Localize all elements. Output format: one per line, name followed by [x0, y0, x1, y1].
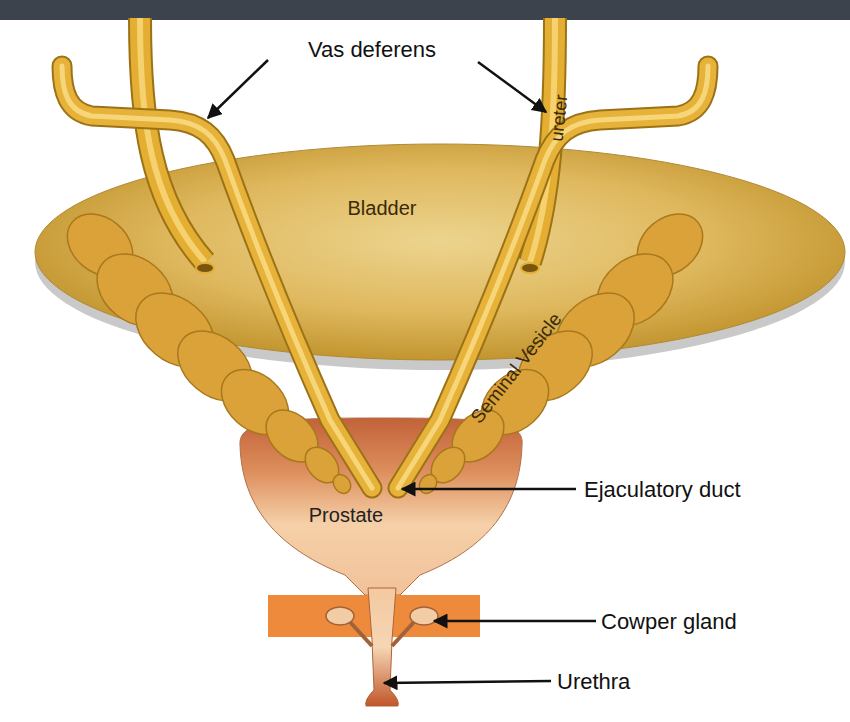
leader-arrow	[478, 62, 546, 112]
ureter-tube	[140, 18, 205, 262]
part-label: Cowper gland	[601, 611, 737, 633]
part-label: Bladder	[348, 198, 417, 218]
part-label: Ejaculatory duct	[584, 479, 741, 501]
leader-arrow	[384, 681, 551, 683]
header-bar	[0, 0, 850, 20]
part-label: Vas deferens	[308, 39, 436, 61]
ureter-opening	[196, 263, 214, 273]
gland-body	[326, 607, 354, 625]
left-genital-ducts	[55, 66, 372, 497]
vas-deferens-highlight	[62, 66, 372, 488]
vesicle-lobe	[330, 471, 355, 497]
right-genital-ducts	[398, 66, 715, 497]
gland-body	[410, 607, 438, 625]
part-label: ureter	[548, 94, 571, 143]
mirrored-ducts	[398, 66, 715, 497]
vas-deferens-outline	[62, 66, 372, 488]
part-label: Seminal Vesicle	[467, 309, 565, 426]
ureter-tubes	[140, 18, 555, 273]
gland-duct	[392, 622, 414, 646]
ureter-highlight	[140, 18, 205, 262]
ureter-opening	[521, 263, 539, 273]
gland-duct	[350, 622, 372, 646]
leader-arrow	[434, 620, 596, 623]
leader-arrow	[402, 488, 576, 491]
part-label: Prostate	[309, 505, 383, 525]
vas-deferens-tube	[62, 66, 372, 488]
leader-arrow	[208, 60, 268, 118]
part-label: Urethra	[557, 671, 630, 693]
ureter-outline	[140, 18, 205, 262]
leader-arrows	[208, 60, 596, 683]
cowper-glands	[326, 607, 438, 646]
